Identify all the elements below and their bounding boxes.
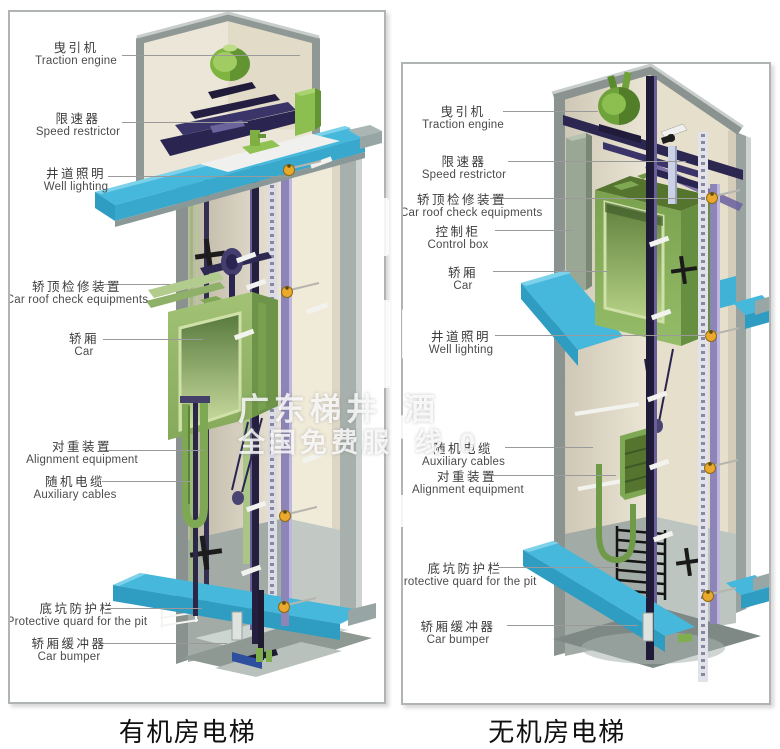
label-speed-restrictor: 限速器 Speed restrictor: [421, 155, 507, 181]
label-pit-guard: 底坑防护栏 Protective quard for the pit: [8, 602, 148, 628]
leader-line: [107, 608, 202, 609]
label-auxiliary-cables: 随机电缆 Auxiliary cables: [422, 442, 506, 468]
traction-engine-graphic: [598, 71, 641, 143]
machine-room-less-elevator-illustration: [521, 64, 769, 682]
counterweight-graphic: [596, 428, 653, 564]
leader-line: [102, 481, 190, 482]
label-speed-restrictor: 限速器 Speed restrictor: [35, 112, 121, 138]
traction-engine-graphic: [160, 44, 308, 156]
label-en: Traction engine: [35, 55, 117, 67]
leader-line: [505, 447, 593, 448]
label-car-roof-check: 轿顶检修装置 Car roof check equipments: [8, 280, 149, 306]
label-car: 轿厢 Car: [447, 266, 478, 292]
leader-line: [490, 475, 616, 476]
leader-line: [108, 176, 288, 177]
control-box-graphic: [566, 133, 592, 295]
shaft-switches: [670, 255, 703, 577]
leader-line: [490, 198, 703, 199]
label-car: 轿厢 Car: [68, 332, 99, 358]
label-car-bumper: 轿厢缓冲器 Car bumper: [420, 620, 496, 646]
bottom-floor-slab: [113, 573, 376, 640]
label-auxiliary-cables: 随机电缆 Auxiliary cables: [33, 475, 117, 501]
caption-machine-room-less-elevator: 无机房电梯: [488, 717, 626, 747]
well-lamps: [702, 189, 741, 602]
label-car-roof-check: 轿顶检修装置 Car roof check equipments: [401, 193, 543, 219]
leader-line: [102, 284, 170, 285]
label-alignment-equipment: 对重装置 Alignment equipment: [26, 440, 138, 466]
panel-machine-room-less-elevator: 曳引机 Traction engine 限速器 Speed restrictor…: [401, 62, 771, 705]
car-buffer-graphic: [642, 598, 693, 660]
caption-machine-room-elevator: 有机房电梯: [118, 717, 257, 747]
label-pit-guard: 底坑防护栏 Protective quard for the pit: [401, 562, 537, 588]
leader-line: [105, 450, 205, 451]
panel-machine-room-elevator: 曳引机 Traction engine 限速器 Speed restrictor…: [8, 10, 386, 704]
leader-line: [508, 161, 686, 162]
well-lamps: [278, 160, 322, 613]
leader-line: [495, 230, 573, 231]
machine-room-elevator-illustration: [95, 12, 382, 677]
guide-rails: [646, 76, 720, 682]
rail-brackets: [646, 235, 674, 543]
leader-line: [122, 122, 248, 123]
counterweight-graphic: [180, 396, 210, 616]
car-buffer-graphic: [231, 564, 289, 669]
label-control-box: 控制柜 Control box: [427, 225, 489, 251]
label-well-lighting: 井道照明 Well lighting: [428, 330, 494, 356]
rail-brackets: [233, 156, 333, 577]
leader-line: [495, 335, 706, 336]
speed-governor-graphic: [242, 130, 280, 154]
label-well-lighting: 井道照明 Well lighting: [43, 167, 109, 193]
machine-cabinet: [295, 88, 321, 136]
label-alignment-equipment: 对重装置 Alignment equipment: [412, 470, 524, 496]
leader-line: [507, 625, 638, 626]
label-zh: 曳引机: [53, 41, 99, 55]
label-traction-engine: 曳引机 Traction engine: [422, 105, 504, 131]
leader-line: [103, 339, 203, 340]
leader-line: [101, 643, 227, 644]
leader-line: [493, 271, 608, 272]
label-traction-engine: 曳引机 Traction engine: [30, 41, 122, 69]
leader-line: [122, 55, 300, 56]
label-car-bumper: 轿厢缓冲器 Car bumper: [31, 637, 107, 663]
machine-floor-slab: [95, 125, 382, 227]
leader-line: [503, 111, 598, 112]
leader-line: [498, 567, 618, 568]
